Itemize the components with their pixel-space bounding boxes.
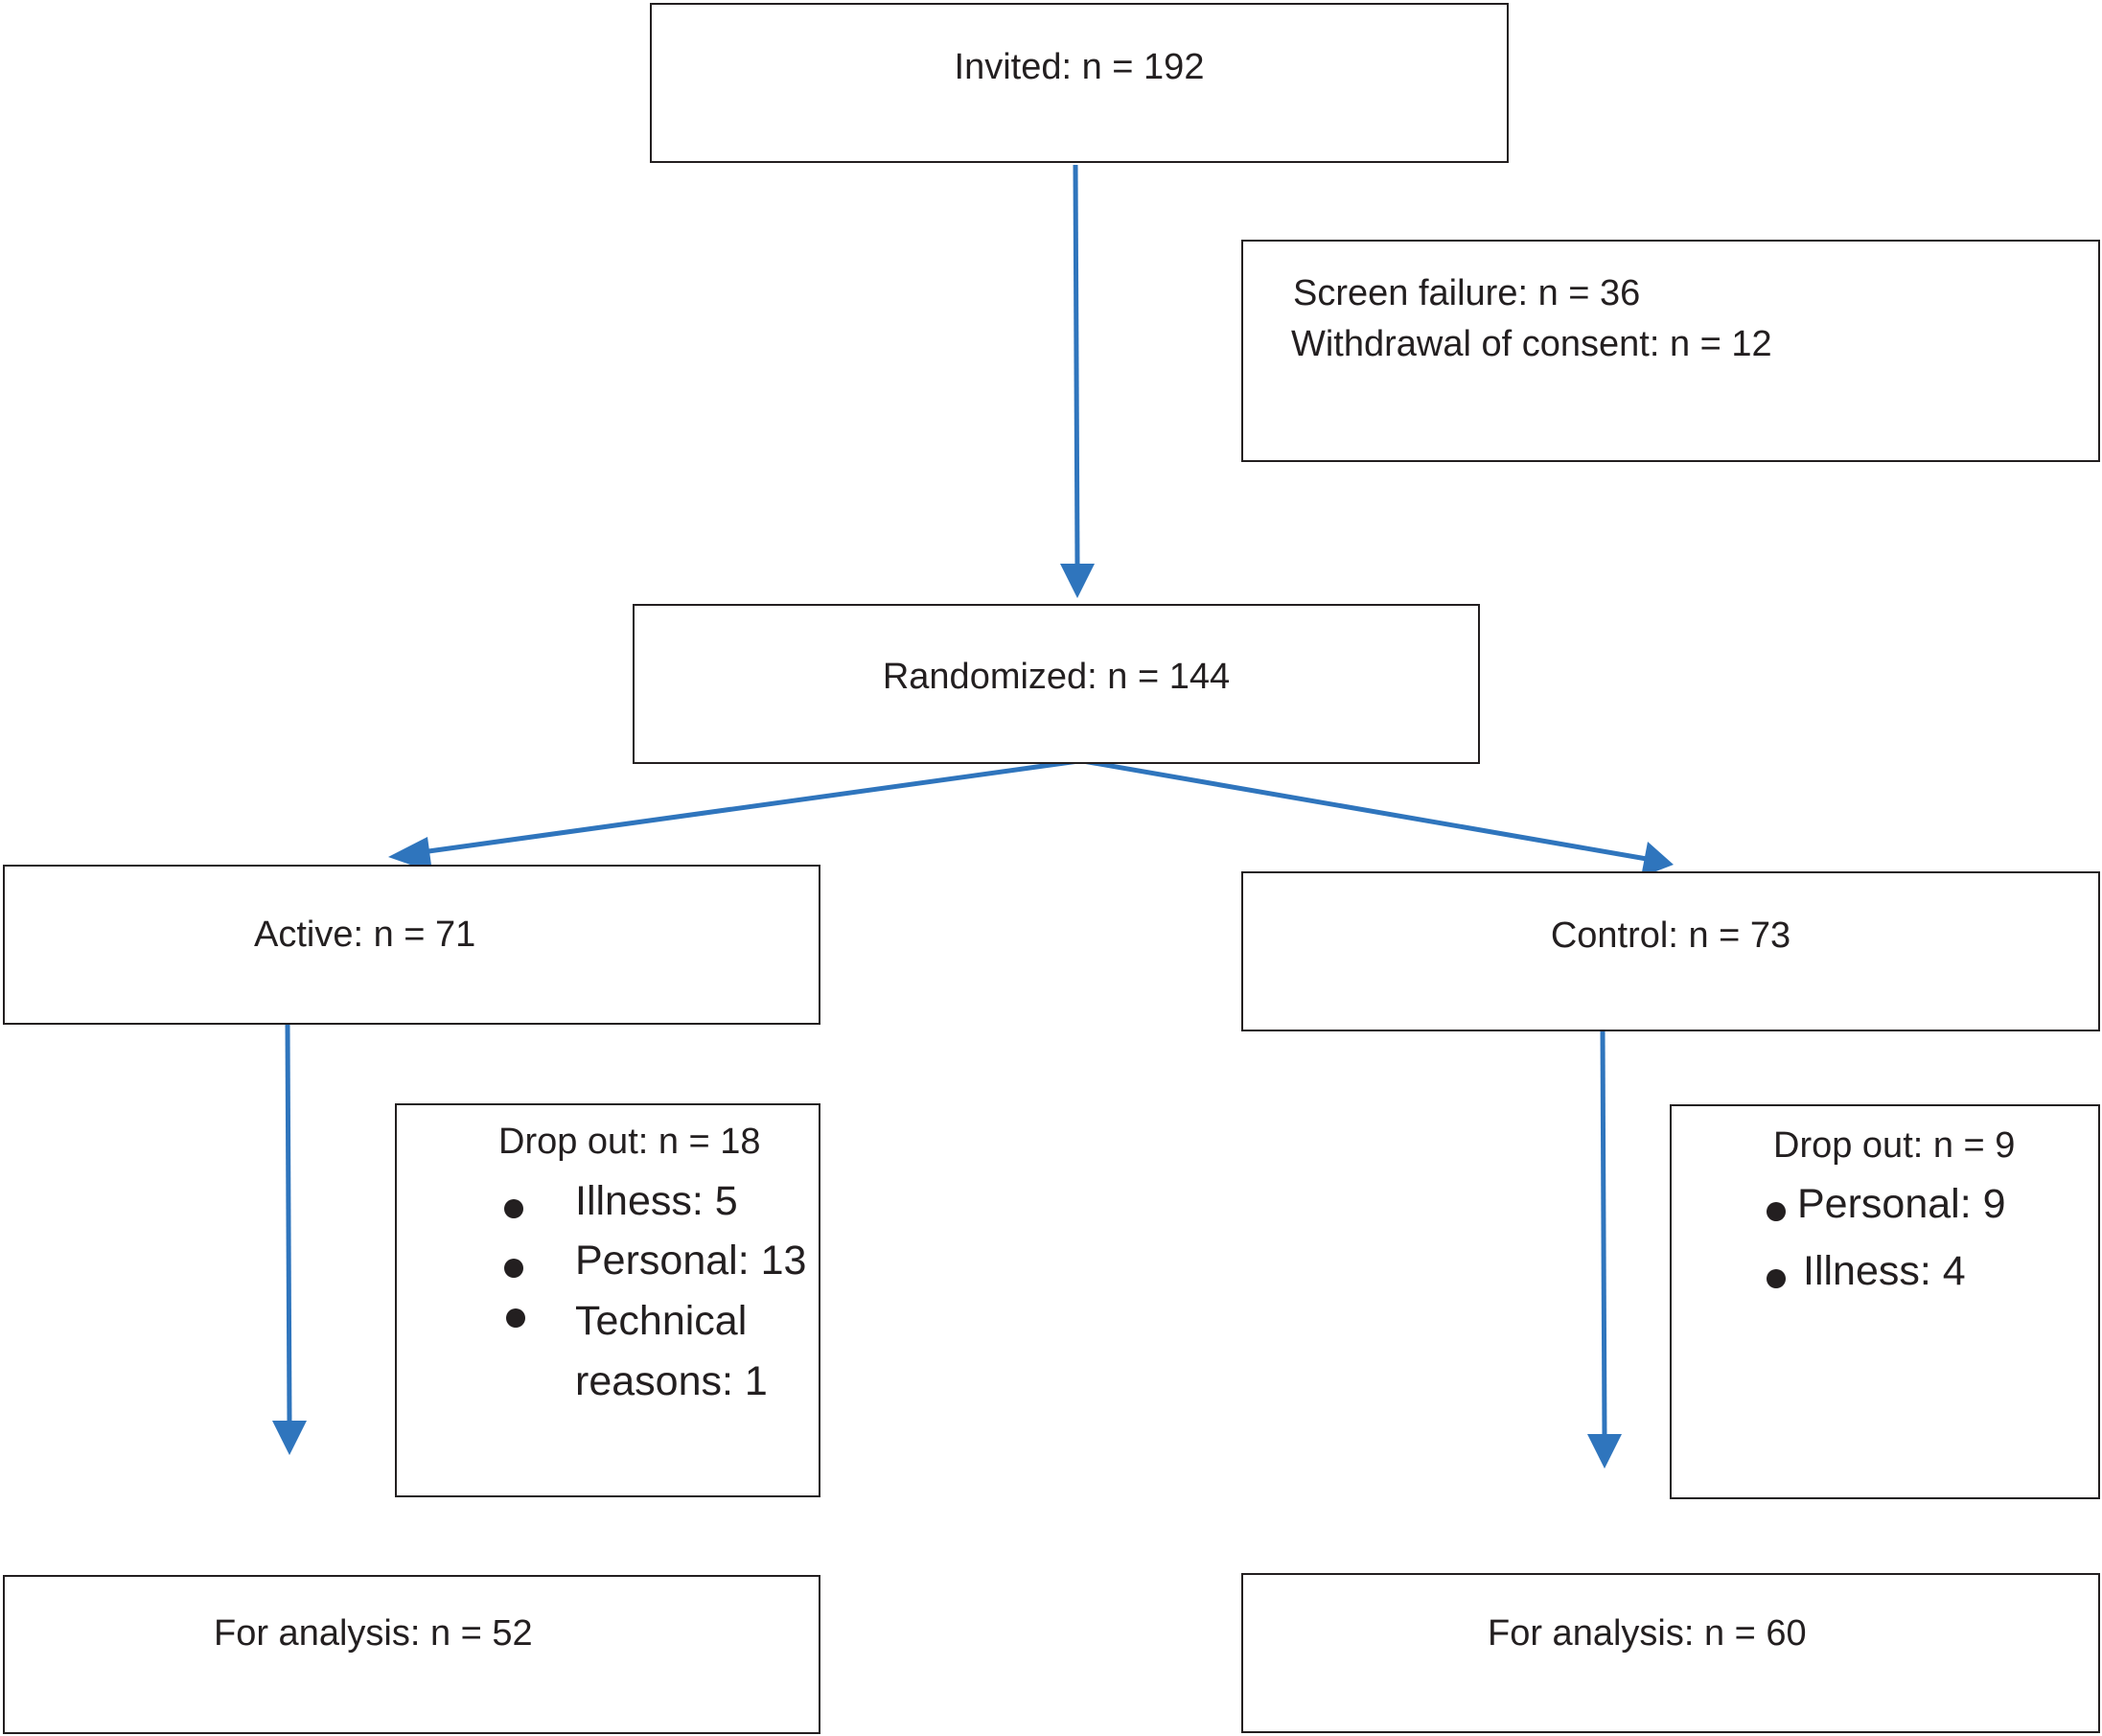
active-dropout-title: Drop out: n = 18 bbox=[498, 1122, 761, 1162]
bullet-dot bbox=[504, 1199, 523, 1218]
arrow-invited-to-randomized bbox=[1073, 164, 1080, 567]
control-dropout-illness: Illness: 4 bbox=[1803, 1248, 1966, 1294]
control-analysis-label: For analysis: n = 60 bbox=[1488, 1613, 1807, 1654]
active-dropout-box: Drop out: n = 18 Illness: 5 Personal: 13… bbox=[395, 1103, 820, 1497]
invited-label: Invited: n = 192 bbox=[954, 47, 1205, 87]
exclusion-withdrawal: Withdrawal of consent: n = 12 bbox=[1291, 324, 1772, 364]
active-dropout-reasons: reasons: 1 bbox=[575, 1358, 768, 1404]
control-dropout-title: Drop out: n = 9 bbox=[1773, 1125, 2016, 1166]
exclusions-box: Screen failure: n = 36 Withdrawal of con… bbox=[1241, 240, 2100, 462]
randomized-box: Randomized: n = 144 bbox=[633, 604, 1480, 764]
arrow-active-to-analysis bbox=[285, 1023, 292, 1424]
arrowhead-control bbox=[1641, 842, 1674, 877]
invited-box: Invited: n = 192 bbox=[650, 3, 1509, 163]
control-dropout-personal: Personal: 9 bbox=[1797, 1181, 2006, 1227]
arrow-control-to-analysis bbox=[1600, 1029, 1607, 1439]
active-box: Active: n = 71 bbox=[3, 865, 820, 1025]
control-analysis-box: For analysis: n = 60 bbox=[1241, 1573, 2100, 1733]
active-analysis-box: For analysis: n = 52 bbox=[3, 1575, 820, 1734]
arrow-randomized-to-active bbox=[421, 758, 1079, 855]
active-dropout-illness: Illness: 5 bbox=[575, 1178, 738, 1224]
active-dropout-technical: Technical bbox=[575, 1298, 748, 1344]
bullet-dot bbox=[1767, 1269, 1786, 1288]
bullet-dot bbox=[506, 1308, 525, 1328]
bullet-dot bbox=[1767, 1202, 1786, 1221]
randomized-label: Randomized: n = 144 bbox=[882, 657, 1231, 697]
active-analysis-label: For analysis: n = 52 bbox=[214, 1613, 533, 1654]
control-dropout-box: Drop out: n = 9 Personal: 9 Illness: 4 bbox=[1670, 1104, 2100, 1499]
exclusion-screen-failure: Screen failure: n = 36 bbox=[1293, 273, 1641, 313]
arrowhead-active bbox=[388, 837, 432, 872]
active-label: Active: n = 71 bbox=[254, 914, 476, 955]
arrow-randomized-to-control bbox=[1082, 758, 1648, 862]
bullet-dot bbox=[504, 1259, 523, 1278]
active-dropout-personal: Personal: 13 bbox=[575, 1238, 807, 1284]
arrowhead-active-analysis bbox=[272, 1421, 307, 1455]
control-label: Control: n = 73 bbox=[1550, 915, 1791, 956]
control-box: Control: n = 73 bbox=[1241, 871, 2100, 1031]
arrowhead-randomized bbox=[1060, 564, 1095, 598]
arrowhead-control-analysis bbox=[1587, 1434, 1622, 1469]
